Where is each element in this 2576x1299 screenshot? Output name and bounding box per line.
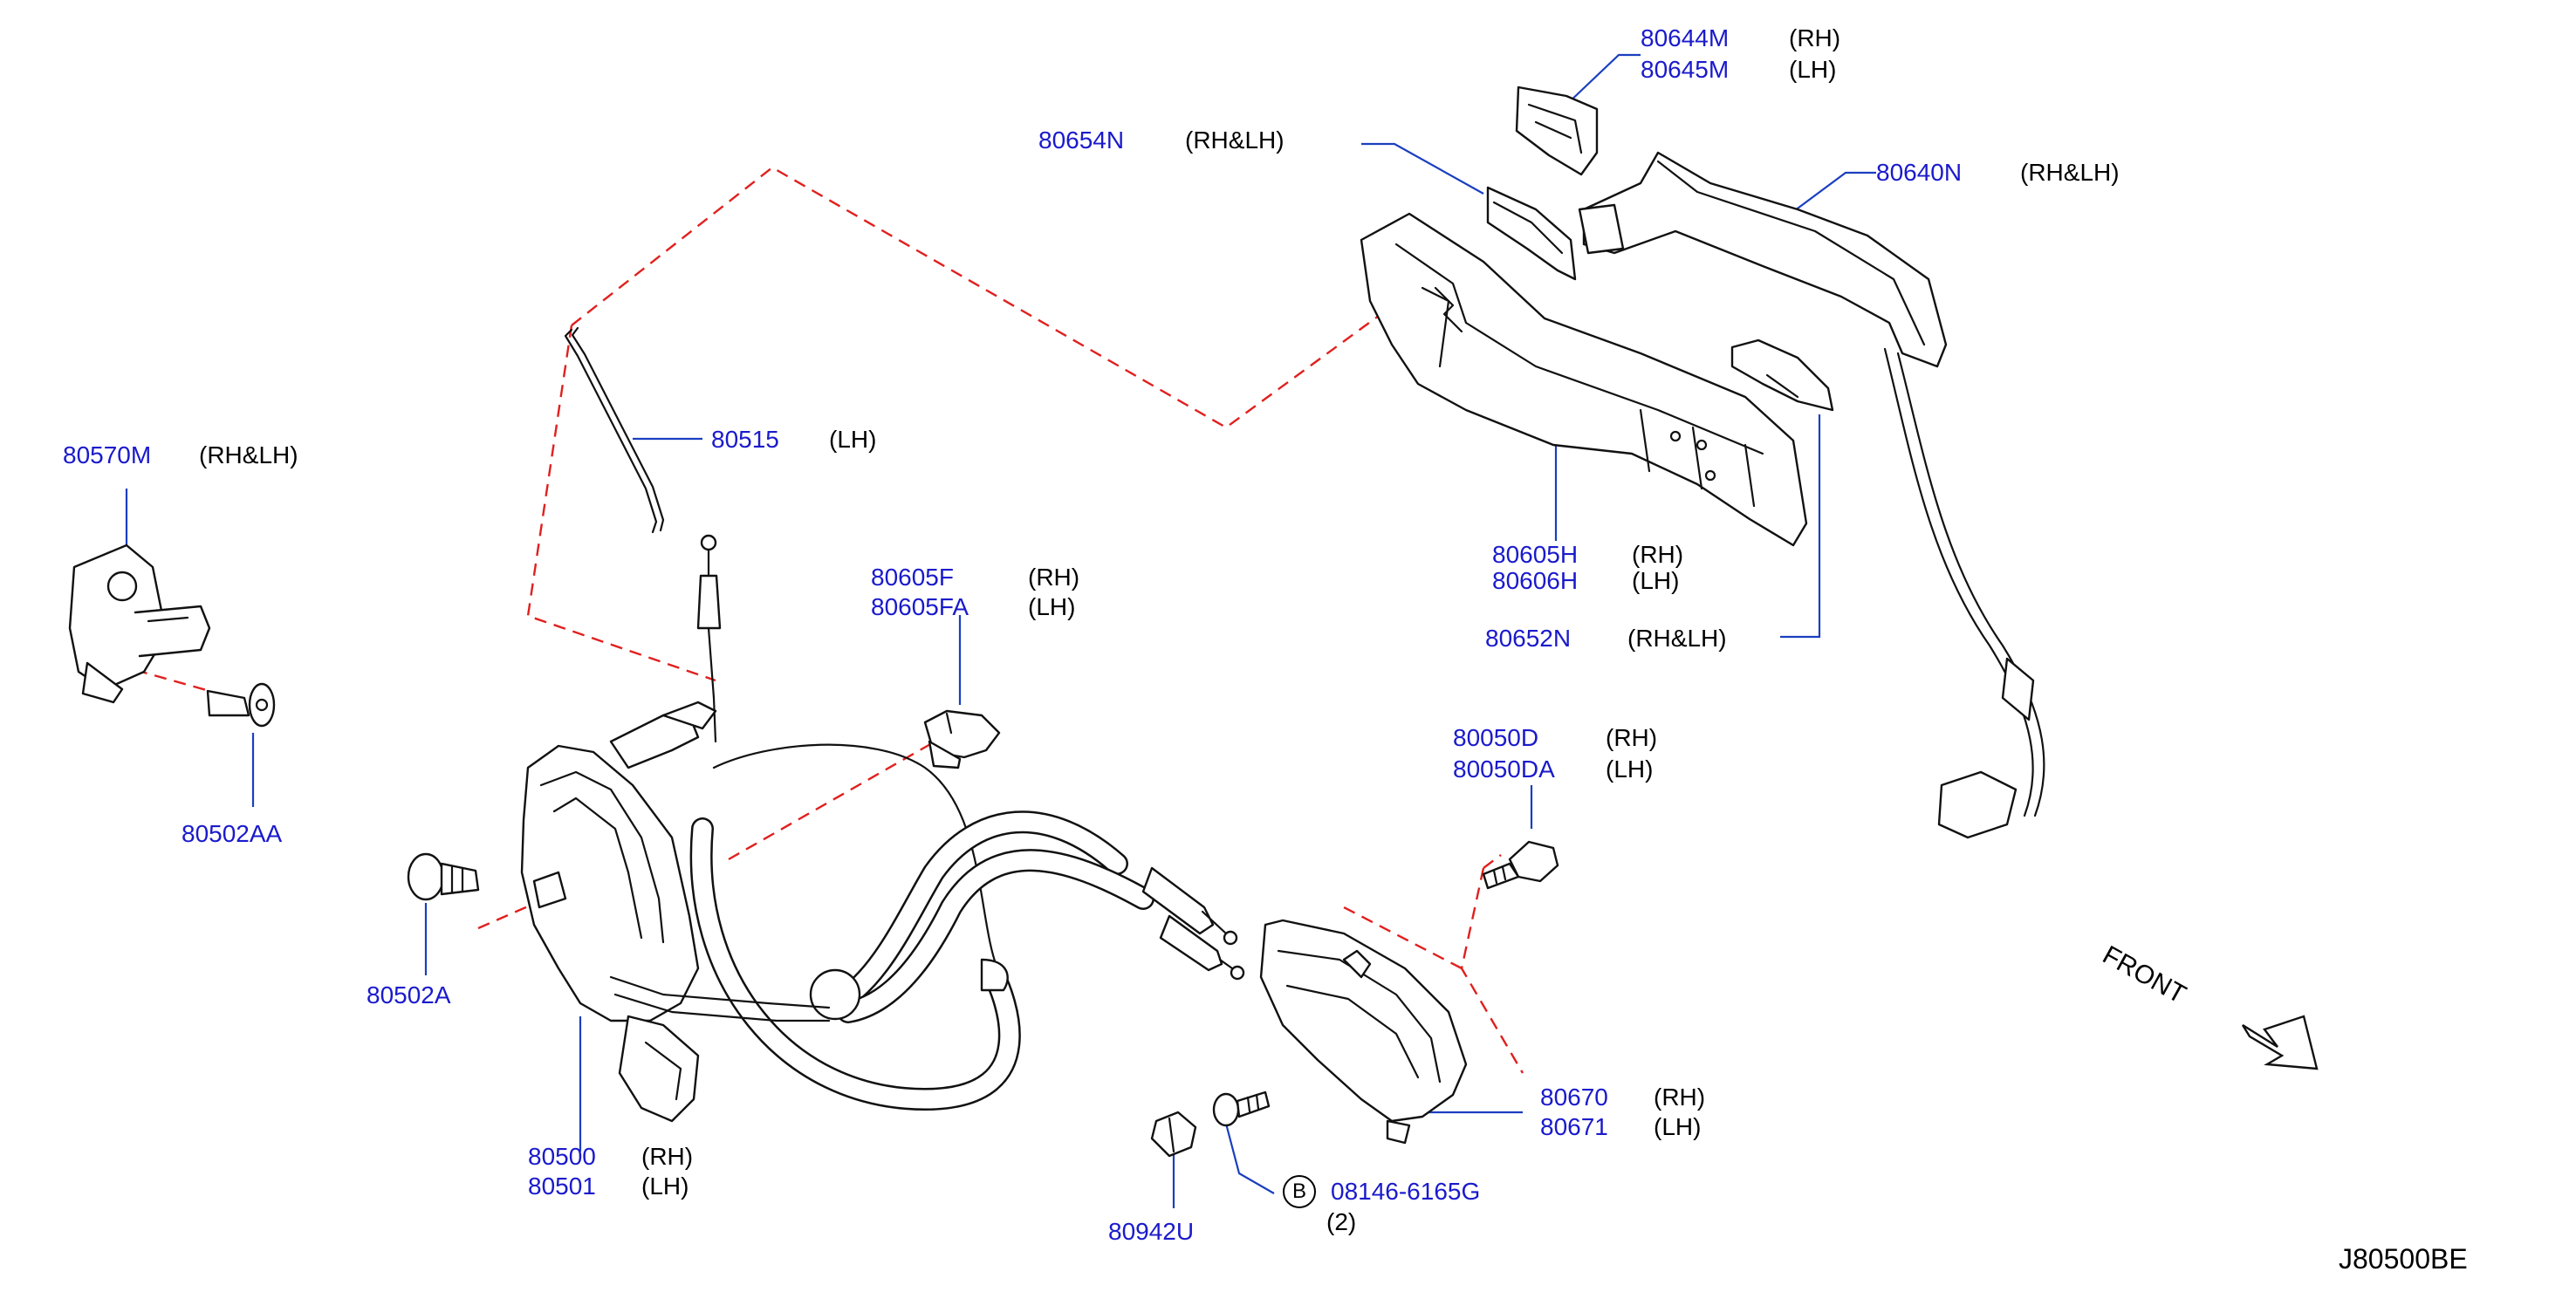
part-number-80501[interactable]: 80501 xyxy=(528,1173,596,1200)
outside-handle-part[interactable] xyxy=(1578,151,2045,839)
inside-handle-part[interactable] xyxy=(1259,919,1468,1145)
door-lock-actuator-part[interactable] xyxy=(520,701,831,1123)
part-number-80502a[interactable]: 80502A xyxy=(367,981,451,1008)
part-number-80570m[interactable]: 80570M xyxy=(63,441,152,468)
striker-screw-part[interactable] xyxy=(206,682,276,728)
part-side-80671: (LH) xyxy=(1654,1113,1702,1140)
part-side-80050da: (LH) xyxy=(1606,755,1654,783)
part-number-80605fa[interactable]: 80605FA xyxy=(871,593,969,620)
lock-rod-part[interactable] xyxy=(564,326,722,743)
part-number-80605f[interactable]: 80605F xyxy=(871,564,954,591)
part-side-80501: (LH) xyxy=(641,1173,689,1200)
door-striker-part[interactable] xyxy=(68,544,211,704)
part-side-80644m: (RH) xyxy=(1789,24,1841,51)
part-number-80942u[interactable]: 80942U xyxy=(1108,1218,1195,1245)
handle-bolt-part[interactable] xyxy=(1482,840,1559,890)
inside-handle-bolt-part[interactable] xyxy=(1212,1090,1271,1127)
part-side-80670: (RH) xyxy=(1654,1084,1706,1111)
part-side-80500: (RH) xyxy=(641,1143,694,1170)
small-clip-part[interactable] xyxy=(1150,1111,1197,1158)
part-side-80515: (LH) xyxy=(829,426,877,453)
handle-cap-part[interactable] xyxy=(1730,338,1834,412)
part-number-80645m[interactable]: 80645M xyxy=(1641,56,1730,83)
part-number-80500[interactable]: 80500 xyxy=(528,1143,596,1170)
bolt-callout-badge: B xyxy=(1283,1175,1316,1208)
part-side-80605h: (RH) xyxy=(1632,541,1684,568)
part-number-80515[interactable]: 80515 xyxy=(711,426,779,453)
part-number-80605h[interactable]: 80605H xyxy=(1492,541,1579,568)
part-side-80654n: (RH&LH) xyxy=(1185,126,1285,154)
leader-lines xyxy=(125,53,1876,1208)
handle-bracket-part[interactable] xyxy=(1360,212,1808,547)
installation-guide-lines xyxy=(134,166,1524,1074)
part-quantity-08146-6165g: (2) xyxy=(1326,1208,1357,1235)
part-side-80605f: (RH) xyxy=(1028,564,1080,591)
part-side-80652n: (RH&LH) xyxy=(1627,625,1727,652)
part-number-80670[interactable]: 80670 xyxy=(1540,1084,1608,1111)
part-side-80570m: (RH&LH) xyxy=(199,441,298,468)
part-number-80654n[interactable]: 80654N xyxy=(1038,126,1125,154)
handle-escutcheon-part[interactable] xyxy=(1515,85,1599,176)
part-number-80050d[interactable]: 80050D xyxy=(1453,724,1539,751)
diagram-code: J80500BE xyxy=(2339,1243,2468,1275)
part-side-80645m: (LH) xyxy=(1789,56,1837,83)
actuator-screw-part[interactable] xyxy=(407,852,480,901)
part-number-80671[interactable]: 80671 xyxy=(1540,1113,1608,1140)
part-number-80640n[interactable]: 80640N xyxy=(1876,159,1963,186)
part-side-80605fa: (LH) xyxy=(1028,593,1076,620)
part-number-80652n[interactable]: 80652N xyxy=(1485,625,1572,652)
part-number-80502aa[interactable]: 80502AA xyxy=(182,820,283,847)
part-side-80640n: (RH&LH) xyxy=(2020,159,2120,186)
part-side-80050d: (RH) xyxy=(1606,724,1658,751)
part-side-80606h: (LH) xyxy=(1632,567,1680,594)
part-number-80644m[interactable]: 80644M xyxy=(1641,24,1730,51)
cable-clip-part[interactable] xyxy=(923,709,1001,769)
cable-hoses xyxy=(689,743,1245,1111)
part-number-08146-6165g[interactable]: 08146-6165G xyxy=(1331,1178,1481,1205)
part-number-80050da[interactable]: 80050DA xyxy=(1453,755,1555,783)
part-number-80606h[interactable]: 80606H xyxy=(1492,567,1579,594)
front-arrow-icon xyxy=(2241,1015,2319,1070)
handle-gasket-part[interactable] xyxy=(1486,186,1577,281)
